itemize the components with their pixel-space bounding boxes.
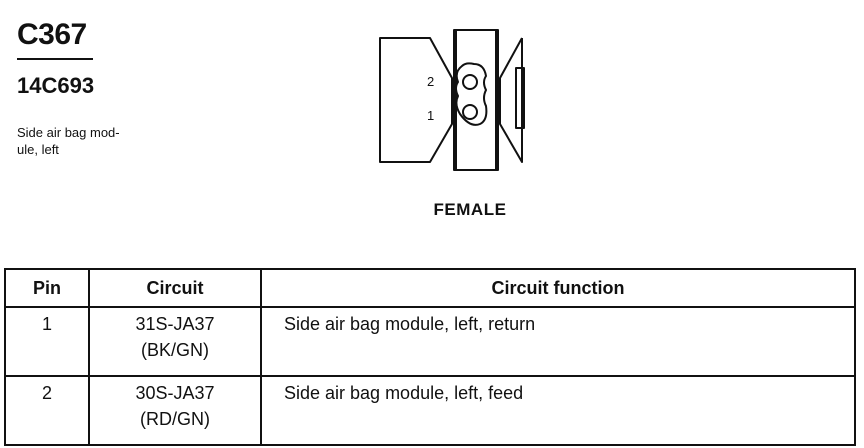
table-row: 1 31S-JA37 (BK/GN) Side air bag module, … [4, 306, 856, 377]
terminal-cavity [455, 62, 488, 126]
table-header-row: Pin Circuit Circuit function [4, 268, 856, 308]
circuit-number: 31S-JA37 [135, 314, 215, 334]
connector-housing [453, 29, 499, 171]
connector-body-outline [379, 37, 453, 163]
pin-2-circle [462, 74, 478, 90]
cell-circuit: 31S-JA37 (BK/GN) [88, 306, 262, 377]
header-circuit-function: Circuit function [260, 268, 856, 308]
circuit-number: 30S-JA37 [135, 383, 215, 403]
locking-tab [515, 67, 525, 129]
pin-label-1: 1 [427, 108, 434, 123]
pin-label-2: 2 [427, 74, 434, 89]
wire-color: (RD/GN) [140, 409, 210, 429]
pin-1-circle [462, 104, 478, 120]
connector-face-diagram: 2 1 [379, 29, 525, 171]
header-circuit: Circuit [88, 268, 262, 308]
wire-color: (BK/GN) [140, 340, 209, 360]
cell-circuit-function: Side air bag module, left, return [260, 306, 856, 377]
connector-right-wing [499, 37, 523, 163]
title-underline [17, 58, 93, 60]
cell-pin: 2 [4, 375, 90, 446]
pinout-table: Pin Circuit Circuit function 1 31S-JA37 … [4, 268, 856, 446]
description-line: ule, left [17, 142, 59, 157]
part-number: 14C693 [17, 73, 95, 98]
cell-circuit-function: Side air bag module, left, feed [260, 375, 856, 446]
cell-circuit: 30S-JA37 (RD/GN) [88, 375, 262, 446]
header-pin: Pin [4, 268, 90, 308]
description-line: Side air bag mod- [17, 125, 120, 140]
connector-id: C367 [17, 18, 87, 51]
table-row: 2 30S-JA37 (RD/GN) Side air bag module, … [4, 375, 856, 446]
connector-description: Side air bag mod- ule, left [17, 124, 167, 158]
cell-pin: 1 [4, 306, 90, 377]
connector-gender: FEMALE [433, 200, 507, 219]
